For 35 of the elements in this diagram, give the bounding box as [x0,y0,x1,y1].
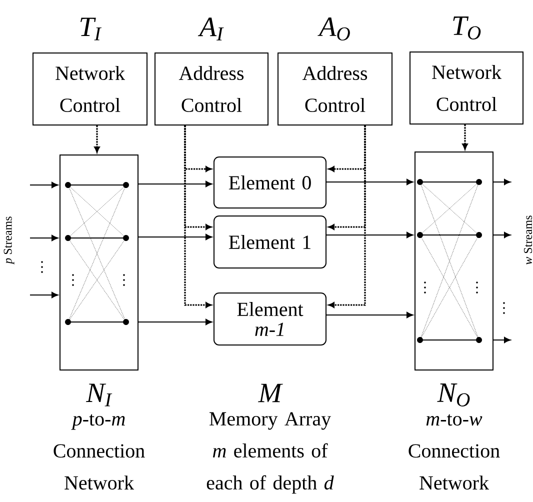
control-box: Network Control [32,52,148,126]
array-heading: M [258,384,283,402]
arrow [30,182,58,188]
arrow [326,232,414,238]
node-heading: N$_{O}$ [437,384,470,406]
arrow [326,312,414,318]
control-box: Address Control [154,52,268,126]
array-caption: Memory Array m elements of each of depth d [206,412,334,494]
arrow [138,318,212,326]
arrow [138,234,212,240]
stream-label: p Streams [4,216,14,265]
arrow [493,232,511,238]
arrow [328,126,366,308]
node-heading: N$_{I}$ [86,384,112,406]
memory-element-box: Element 1 [214,216,326,268]
control-box: Address Control [278,52,392,126]
node-heading: A$_{O}$ [318,17,350,41]
arrow [493,336,511,344]
arrow [462,124,468,150]
node-heading: T$_{I}$ [80,18,102,40]
arrow [94,126,100,152]
node-caption: m-to-w Connection Network [408,414,500,490]
stream-label: w Streams [524,216,532,265]
memory-element-box: Element 0 [214,156,326,208]
arrow [30,292,58,298]
arrow [184,126,212,308]
arrow [138,180,212,188]
node-heading: T$_{O}$ [453,16,481,40]
arrow [326,178,414,186]
arrow [493,178,511,186]
arrow [30,234,58,242]
node-heading: A$_{I}$ [198,18,224,40]
memory-element-box: Element m-1 [214,292,326,346]
node-caption: p-to-m Connection Network [54,414,145,490]
control-box: Network Control [410,52,524,124]
